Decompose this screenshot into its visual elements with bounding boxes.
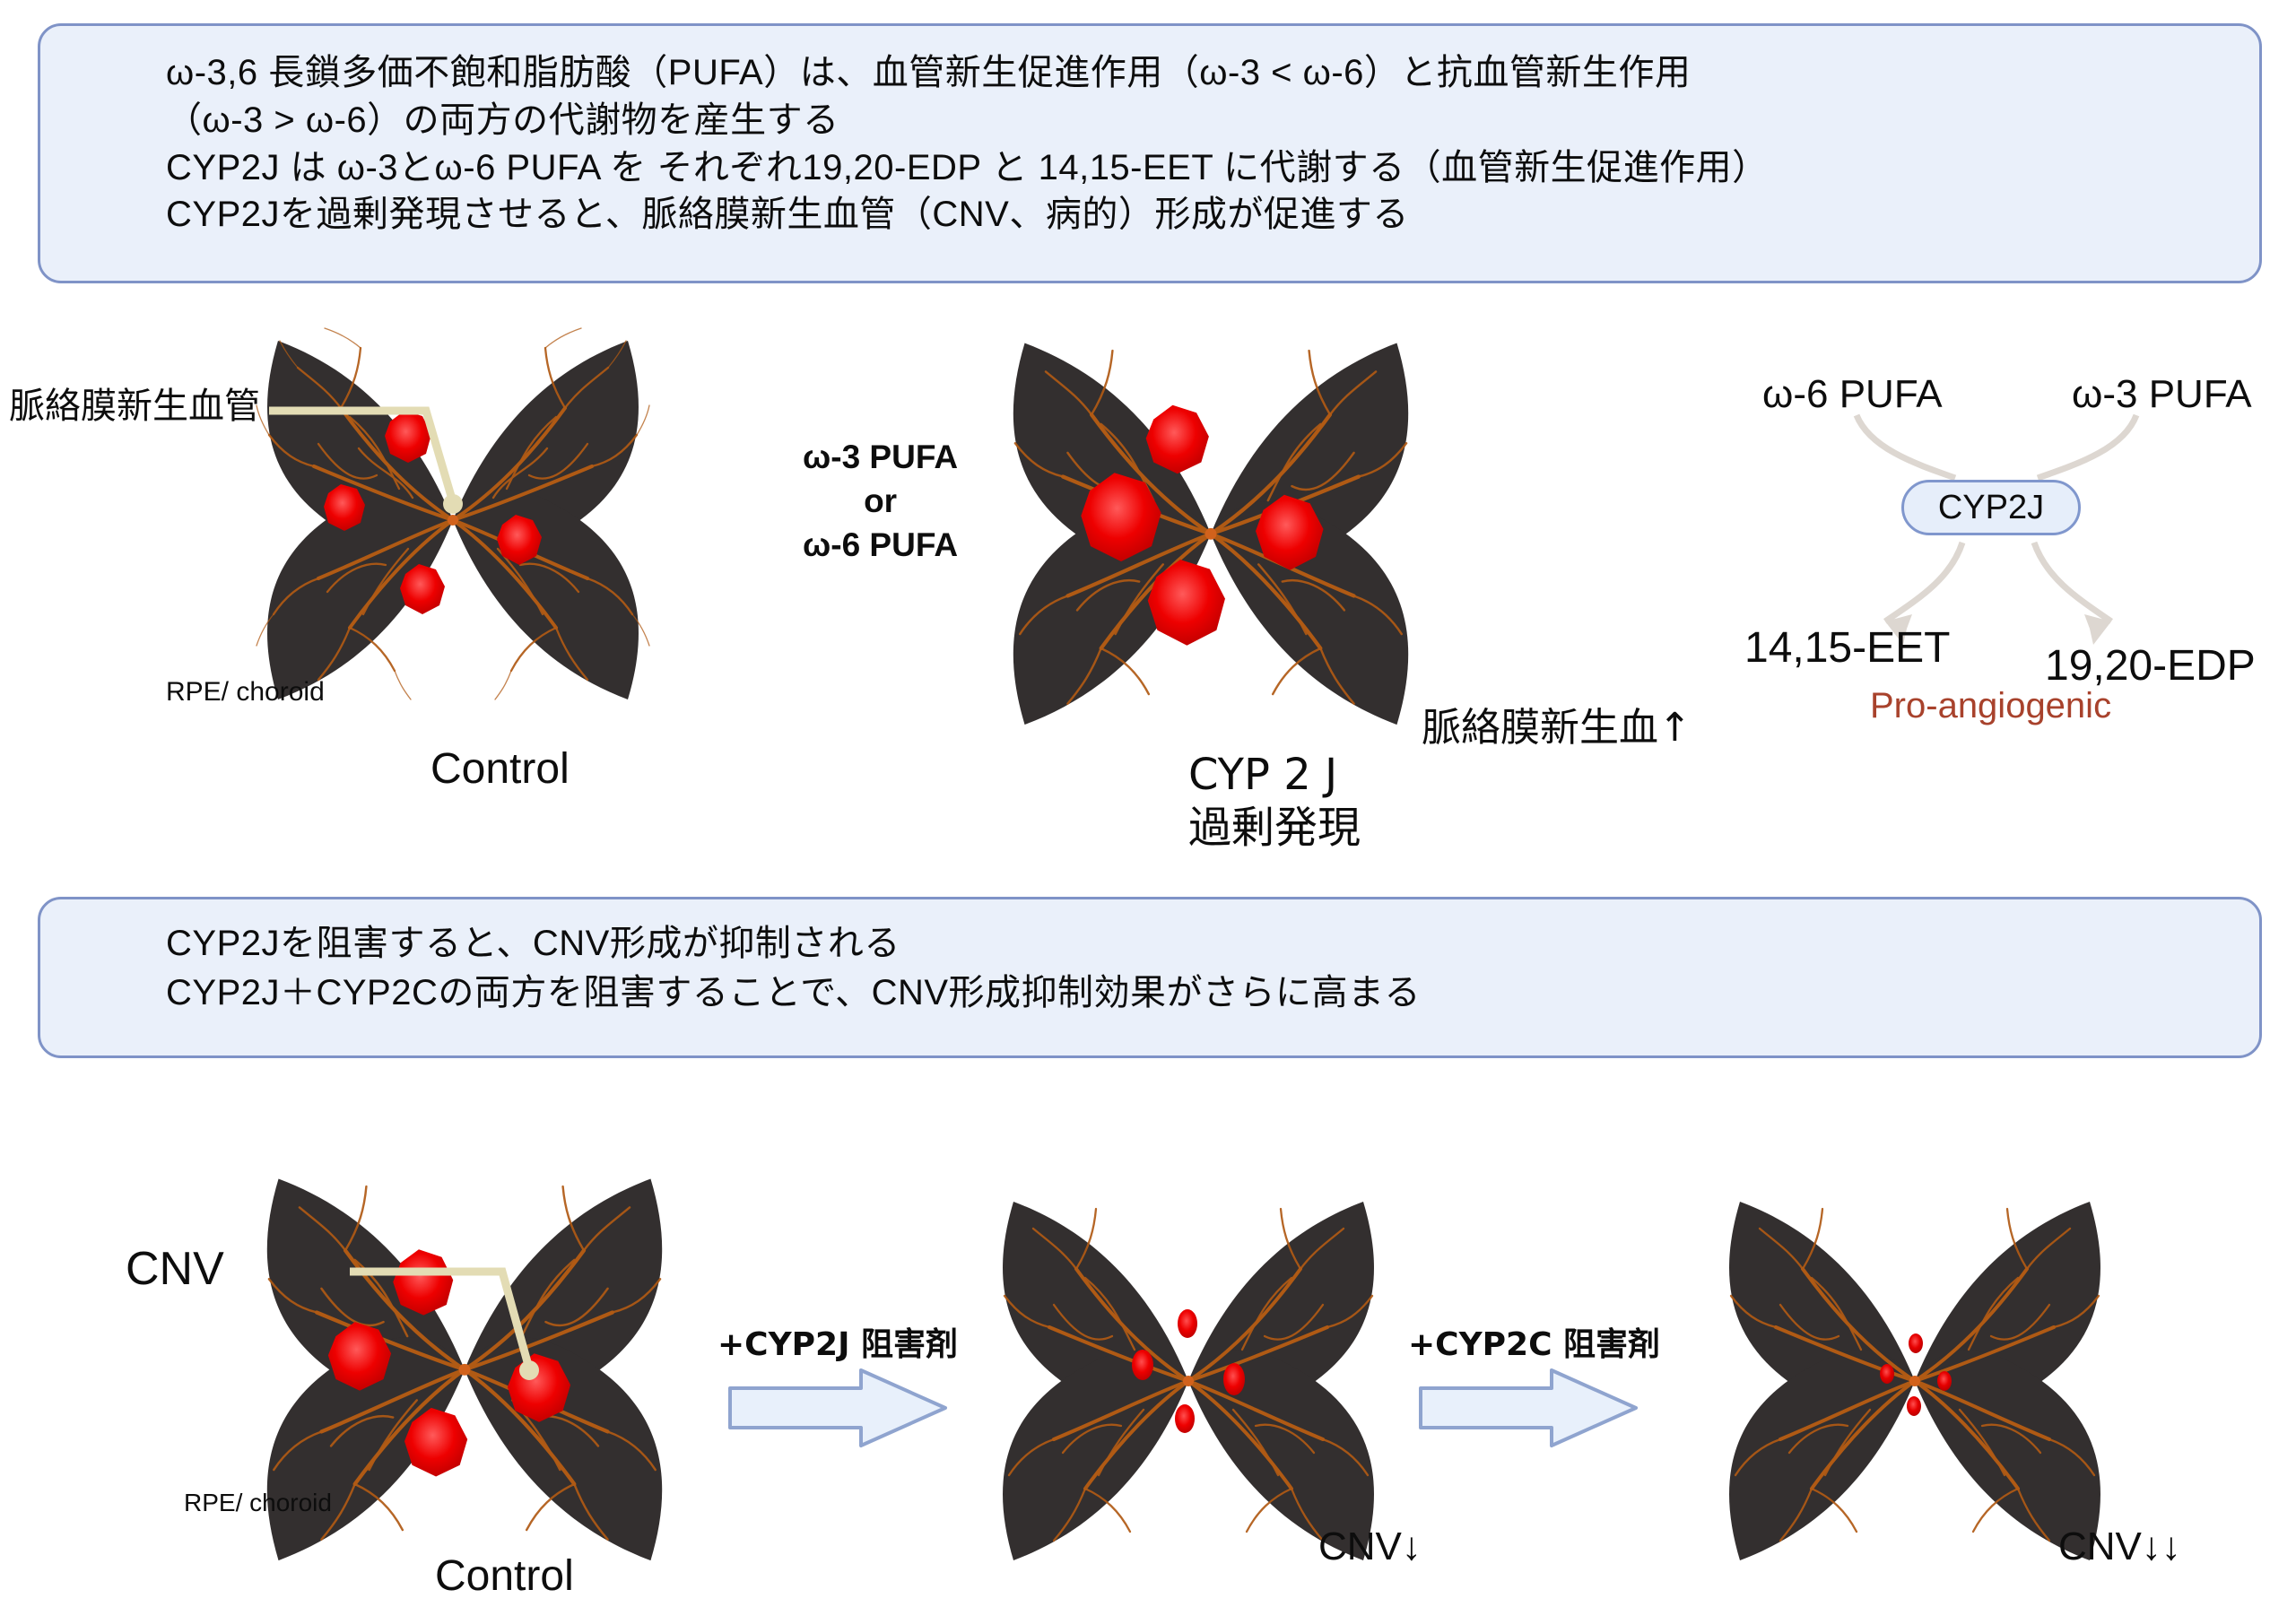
flatmount-cyp2j-overexpression bbox=[987, 305, 1435, 753]
control-label-bottom: Control bbox=[435, 1552, 574, 1600]
mid-box-line-1: CYP2Jを阻害すると、CNV形成が抑制される bbox=[166, 924, 900, 963]
cnv-lesion-group bbox=[324, 411, 542, 614]
pufa-line-3: ω-6 PUFA bbox=[803, 526, 959, 564]
cyp2c-inhibitor-label: +CYP2C 阻害剤 bbox=[1408, 1326, 1661, 1363]
cyp2c-inhibitor-arrow bbox=[1419, 1368, 1638, 1447]
cyp2j-over-line-1: CYP 2 J bbox=[1188, 750, 1338, 800]
top-box-line-4: CYP2Jを過剰発現させると、脈絡膜新生血管（CNV、病的）形成が促進する bbox=[166, 195, 1409, 235]
cnv-increase-label: 脈絡膜新生血↑ bbox=[1422, 705, 1692, 751]
cnv-lesion-group bbox=[1081, 404, 1324, 646]
pufa-treatment-label: ω-3 PUFA or ω-6 PUFA bbox=[803, 435, 958, 568]
top-summary-box: ω-3,6 長鎖多価不飽和脂肪酸（PUFA）は、血管新生促進作用（ω-3 < ω… bbox=[38, 23, 2262, 283]
cnv-callout-label-bottom: CNV bbox=[126, 1243, 224, 1295]
cnv-decrease-label-2: CNV↓↓ bbox=[2058, 1524, 2181, 1568]
top-box-line-1: ω-3,6 長鎖多価不飽和脂肪酸（PUFA）は、血管新生促進作用（ω-3 < ω… bbox=[166, 53, 1692, 92]
pufa-line-1: ω-3 PUFA bbox=[803, 439, 959, 475]
flatmount-control-top bbox=[242, 305, 664, 726]
rpe-choroid-label-bottom: RPE/ choroid bbox=[184, 1489, 332, 1516]
flatmount-cyp2j-inhibited bbox=[978, 1166, 1399, 1587]
top-box-line-2: （ω-3 > ω-6）の両方の代謝物を産生する bbox=[166, 100, 839, 140]
pufa-line-2: or bbox=[864, 482, 898, 520]
pathway-input-omega6: ω-6 PUFA bbox=[1762, 372, 1943, 416]
cyp2j-inhibitor-arrow bbox=[728, 1368, 947, 1447]
choroid-flatmount-svg bbox=[256, 327, 650, 700]
flatmount-cyp2j-cyp2c-inhibited bbox=[1704, 1166, 2126, 1587]
pathway-input-omega3: ω-3 PUFA bbox=[2072, 372, 2252, 416]
mid-box-line-2: CYP2J＋CYP2Cの両方を阻害することで、CNV形成抑制効果がさらに高まる bbox=[166, 973, 1422, 1013]
cyp2j-inhibitor-label: +CYP2J 阻害剤 bbox=[718, 1326, 959, 1363]
pathway-output-eet: 14,15-EET bbox=[1744, 624, 1951, 672]
rpe-choroid-label-top: RPE/ choroid bbox=[166, 677, 325, 707]
cnv-leader-line-bottom bbox=[350, 1267, 539, 1380]
top-box-line-3: CYP2J は ω-3とω-6 PUFA を それぞれ19,20-EDP と 1… bbox=[166, 147, 1769, 187]
cnv-leader-line-top bbox=[269, 406, 463, 514]
control-label-top: Control bbox=[430, 745, 570, 793]
cnv-decrease-label-1: CNV↓ bbox=[1318, 1524, 1422, 1568]
cnv-lesion-group bbox=[1132, 1309, 1245, 1433]
middle-summary-box: CYP2Jを阻害すると、CNV形成が抑制される CYP2J＋CYP2Cの両方を阻… bbox=[38, 897, 2262, 1058]
cyp2j-enzyme-label: CYP2J bbox=[1937, 488, 2045, 526]
pathway-output-edp: 19,20-EDP bbox=[2045, 642, 2256, 690]
cnv-lesion-group bbox=[1880, 1333, 1952, 1416]
choroid-flatmount-svg bbox=[1013, 343, 1409, 725]
cyp2j-enzyme-node: CYP2J bbox=[1901, 480, 2081, 535]
pathway-arrows bbox=[1853, 413, 2140, 645]
choroid-flatmount-svg bbox=[1003, 1202, 1374, 1560]
cyp2j-over-line-2: 過剰発現 bbox=[1188, 802, 1361, 853]
pro-angiogenic-annotation: Pro-angiogenic bbox=[1870, 686, 2112, 725]
cnv-callout-label-top: 脈絡膜新生血管 bbox=[9, 386, 260, 427]
choroid-flatmount-svg bbox=[1729, 1202, 2100, 1560]
cyp2j-overexpression-label: CYP 2 J 過剰発現 bbox=[1188, 749, 1361, 854]
